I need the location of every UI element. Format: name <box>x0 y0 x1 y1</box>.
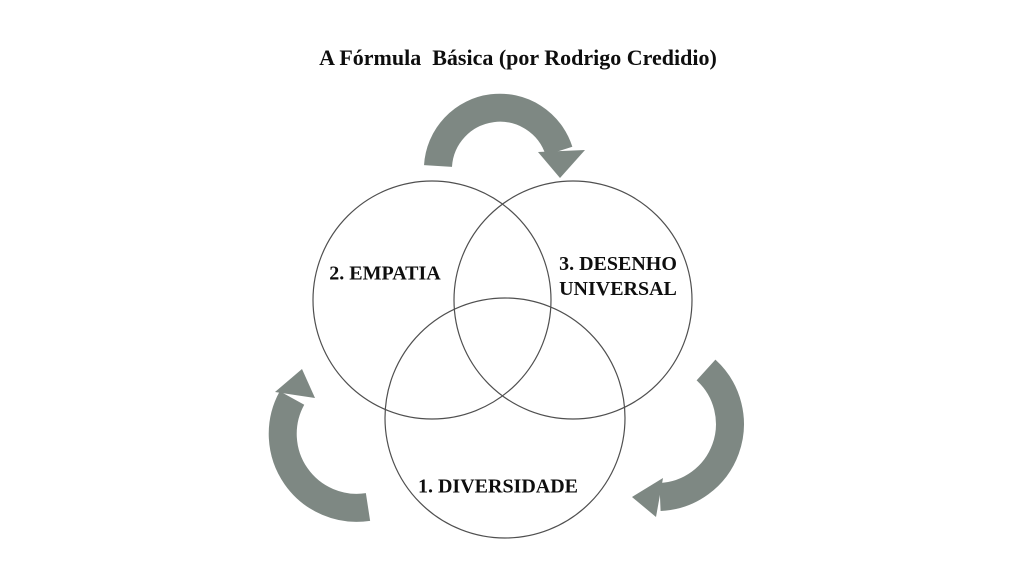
desenho-universal-label-line1: 3. DESENHO <box>559 253 677 275</box>
slide-title: A Fórmula Básica (por Rodrigo Credidio) <box>319 45 717 70</box>
desenho-universal-label-line2: UNIVERSAL <box>559 278 677 300</box>
desenho-universal-circle-label: 3. DESENHO UNIVERSAL <box>559 252 677 302</box>
desenho-universal-circle <box>453 180 693 420</box>
curved-arrow-empatia-to-desenho-universal-icon <box>424 93 585 178</box>
diversidade-circle <box>384 297 626 539</box>
empatia-circle <box>312 180 552 420</box>
empatia-circle-label: 2. EMPATIA <box>329 262 441 285</box>
curved-arrow-desenho-universal-to-diversidade-icon <box>632 359 744 517</box>
diversidade-circle-label: 1. DIVERSIDADE <box>417 475 579 498</box>
curved-arrow-diversidade-to-empatia-icon <box>268 369 371 522</box>
